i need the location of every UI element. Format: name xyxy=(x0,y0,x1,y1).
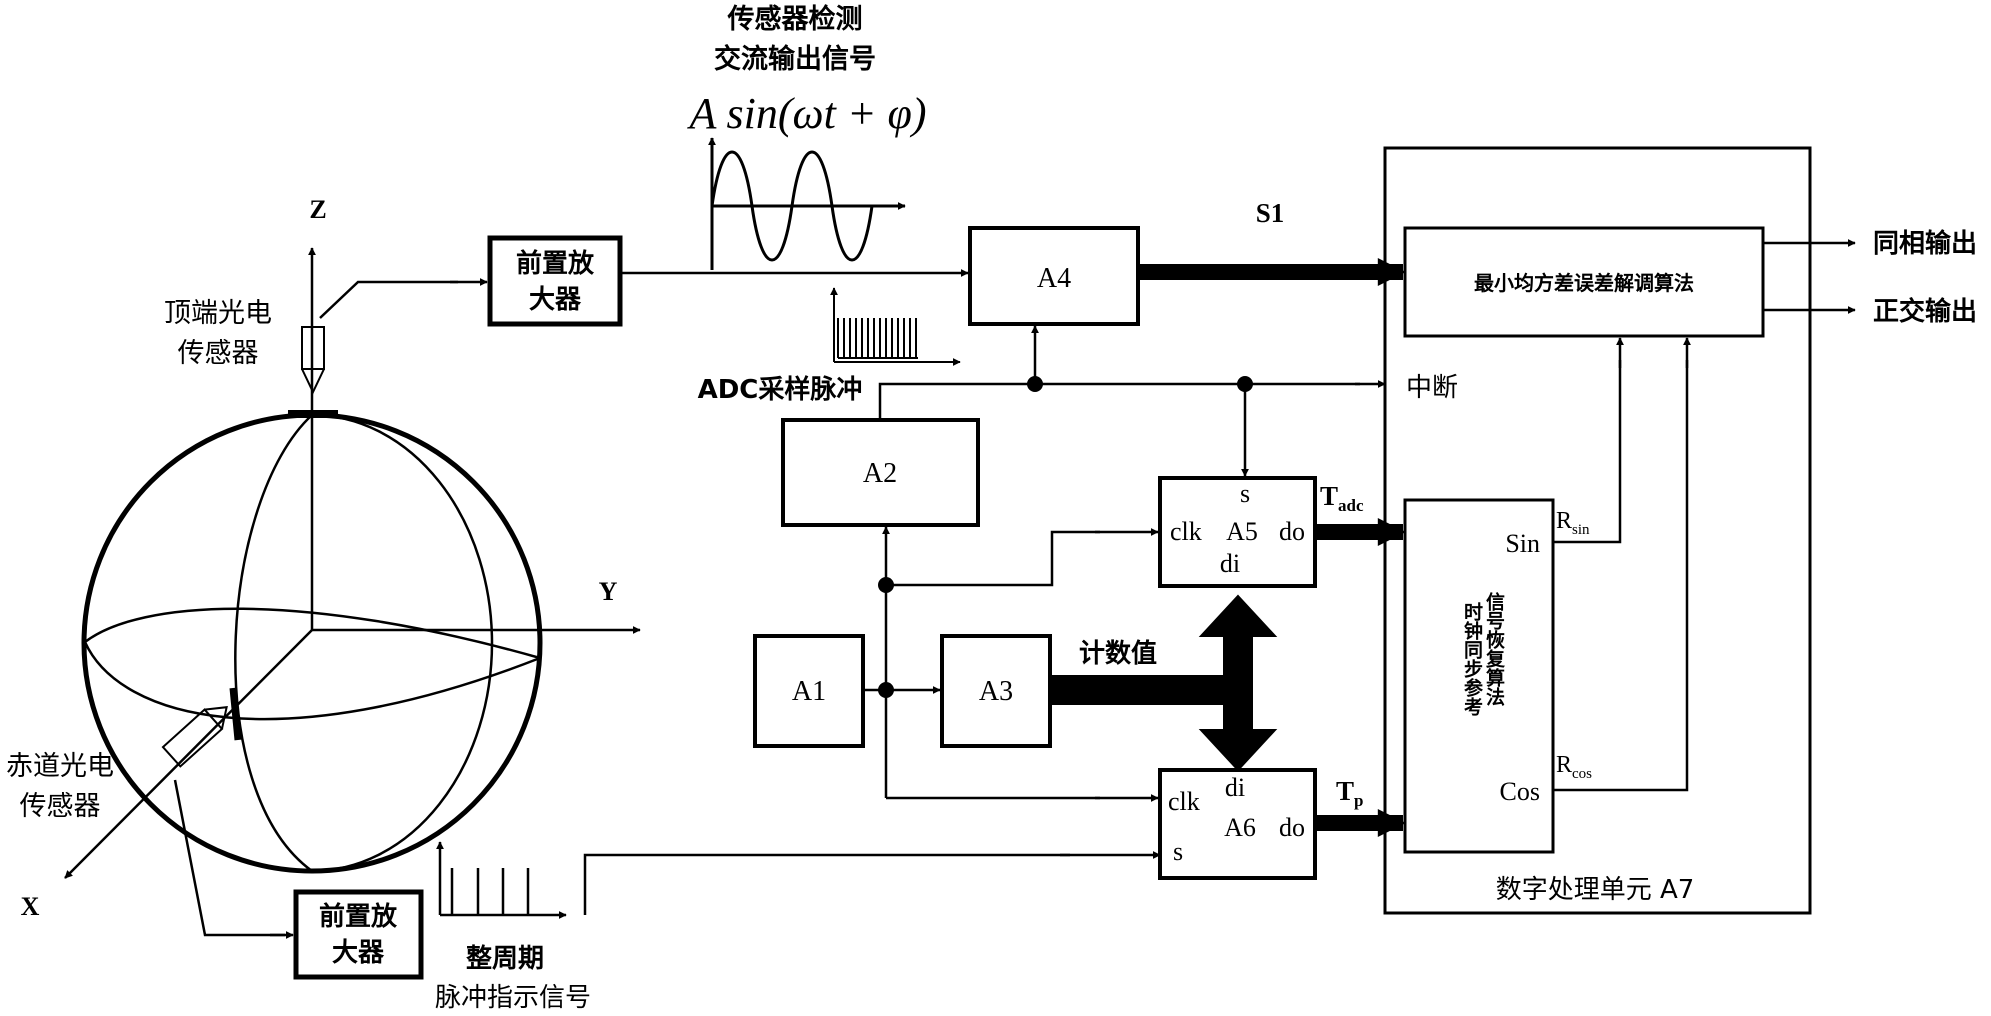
a6-label: A6 xyxy=(1224,813,1256,842)
interrupt-label: 中断 xyxy=(1406,373,1458,403)
preamp-bottom-label-2: 大器 xyxy=(332,938,385,968)
rsin-line xyxy=(1553,360,1622,544)
period-label-2: 脉冲指示信号 xyxy=(435,983,591,1013)
preamp-top-box xyxy=(487,235,623,327)
axis-x-label: X xyxy=(21,892,40,921)
sine-waveform xyxy=(708,137,906,270)
sine-wave xyxy=(710,150,874,262)
clock-sync-box xyxy=(1403,498,1555,854)
top-sensor-label-1: 顶端光电 xyxy=(164,298,272,329)
tp-sub: p xyxy=(1354,791,1363,810)
lms-label: 最小均方差误差解调算法 xyxy=(1474,271,1694,295)
equator-upper xyxy=(84,607,541,660)
period-signal-line xyxy=(583,853,1070,915)
preamp-top-label-1: 前置放 xyxy=(516,248,595,279)
quadrature-output-label: 正交输出 xyxy=(1873,296,1977,327)
tadc-main: T xyxy=(1320,481,1338,511)
top-sensor-lead xyxy=(319,280,458,319)
adc-pulses xyxy=(837,318,918,359)
a6-do-port: do xyxy=(1279,813,1305,842)
a5-clk-port: clk xyxy=(1170,517,1202,546)
rsin-sub: sin xyxy=(1572,522,1590,538)
rcos-line xyxy=(1553,360,1689,792)
axis-y-label: Y xyxy=(599,577,618,606)
preamp-bottom-label-1: 前置放 xyxy=(319,901,398,932)
junction-a2-a4 xyxy=(1027,376,1043,392)
rcos-sub: cos xyxy=(1572,766,1592,782)
axis-z-label: Z xyxy=(309,195,326,224)
sensor-signal-label-2: 交流输出信号 xyxy=(714,43,876,75)
preamp-bottom-box xyxy=(293,889,424,980)
top-sensor-label-2: 传感器 xyxy=(178,338,259,369)
block-a3-label: A3 xyxy=(979,676,1013,707)
top-sensor-tip xyxy=(301,368,325,395)
a6-di-port: di xyxy=(1225,773,1245,802)
eq-sensor-label-1: 赤道光电 xyxy=(6,751,114,782)
meridian-ellipse-front xyxy=(234,414,313,873)
block-a4-label: A4 xyxy=(1037,263,1071,294)
period-pulses xyxy=(450,868,530,915)
period-pulse-train xyxy=(436,841,567,919)
eq-sensor-body xyxy=(161,708,224,768)
a5-di-port: di xyxy=(1220,549,1240,578)
a5-s-port: s xyxy=(1240,479,1250,508)
eq-sensor-tip xyxy=(204,706,228,730)
eq-sensor-lead xyxy=(173,779,285,937)
axis-x-line xyxy=(64,629,313,879)
a5-label: A5 xyxy=(1226,517,1258,546)
top-sensor-body xyxy=(301,326,325,370)
a6-clk-port: clk xyxy=(1168,787,1200,816)
dpu-outer-box xyxy=(1383,146,1812,915)
block-a1-label: A1 xyxy=(792,676,826,707)
a5-do-port: do xyxy=(1279,517,1305,546)
junction-a1-a3 xyxy=(878,682,894,698)
meridian-ellipse-back xyxy=(311,413,494,873)
inphase-output-label: 同相输出 xyxy=(1873,228,1977,259)
adc-pulse-train xyxy=(830,287,961,366)
preamp-top-label-2: 大器 xyxy=(529,285,582,315)
clock-to-a5-branch xyxy=(886,530,1100,587)
tadc-label: Tadc xyxy=(1320,481,1364,515)
junction-a5-s xyxy=(1237,376,1253,392)
equator-lower xyxy=(83,641,541,721)
rcos-label: Rcos xyxy=(1556,752,1592,782)
tp-main: T xyxy=(1336,776,1354,806)
junction-a2-a5 xyxy=(878,577,894,593)
adc-pulse-label: ADC采样脉冲 xyxy=(698,374,863,405)
count-value-label: 计数值 xyxy=(1079,639,1157,669)
equator-sensor-mark xyxy=(229,687,242,741)
rsin-main: R xyxy=(1556,508,1572,534)
formula-label: A sin(ωt + φ) xyxy=(686,89,926,138)
clock-sync-label-col2: 信号恢复算法 xyxy=(1483,591,1506,707)
tp-label: Tp xyxy=(1336,776,1363,810)
sensor-signal-label-1: 传感器检测 xyxy=(727,3,863,35)
rcos-main: R xyxy=(1556,752,1572,778)
dpu-label: 数字处理单元 A7 xyxy=(1496,875,1695,905)
eq-sensor-label-2: 传感器 xyxy=(20,791,101,822)
rsin-label: Rsin xyxy=(1556,508,1590,538)
block-a2-label: A2 xyxy=(863,458,897,489)
sin-label: Sin xyxy=(1505,529,1540,558)
bus-count-vertical-double-arrow xyxy=(1198,594,1278,772)
period-label-1: 整周期 xyxy=(466,943,544,974)
tadc-sub: adc xyxy=(1338,496,1364,515)
cos-label: Cos xyxy=(1500,777,1540,806)
s1-label: S1 xyxy=(1256,198,1285,228)
clock-sync-label-col1: 时钟同步参考 xyxy=(1461,602,1483,716)
a6-s-port: s xyxy=(1173,837,1183,866)
a2-output-line xyxy=(878,382,1360,420)
